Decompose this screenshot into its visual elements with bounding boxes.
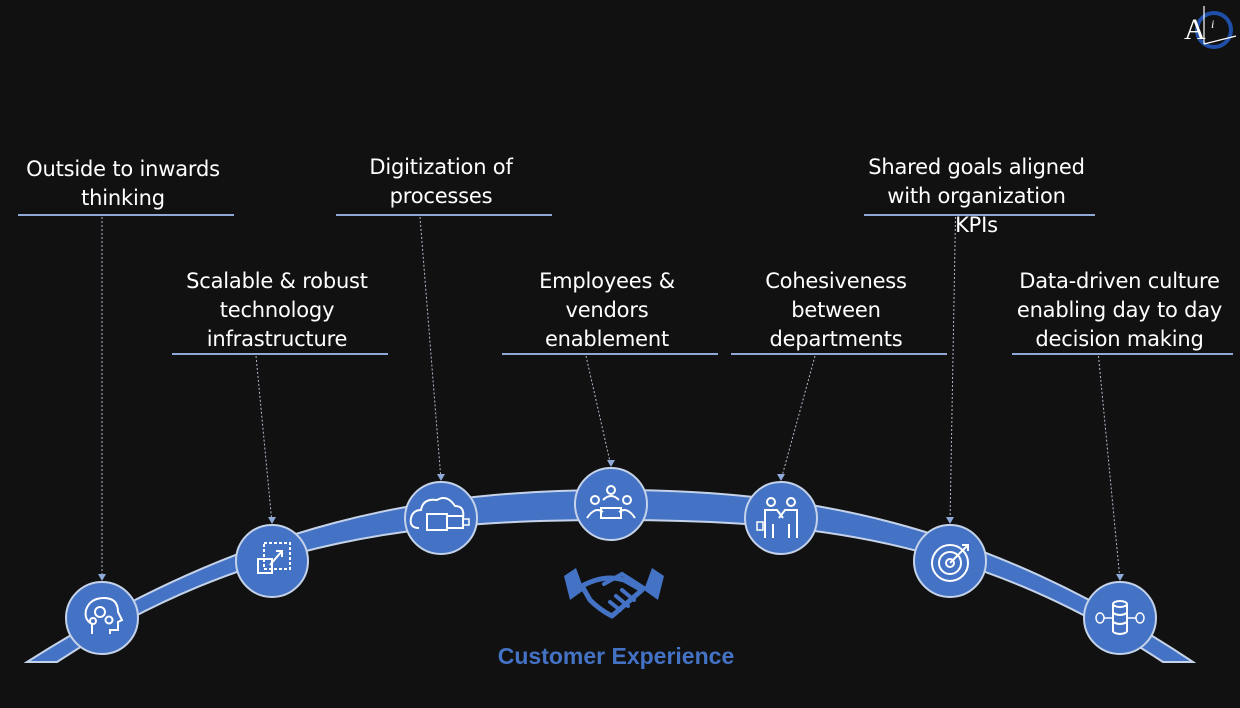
- connector-line: [1098, 355, 1121, 581]
- head-gears-icon: [84, 596, 124, 634]
- database-network-icon: [1095, 600, 1145, 635]
- connector-arrow: [268, 517, 276, 524]
- cohesiveness-label: Cohesiveness between departments: [765, 269, 907, 351]
- data-driven-underline: [1012, 353, 1233, 355]
- svg-text:i: i: [1211, 17, 1214, 31]
- cohesiveness-underline: [731, 353, 947, 355]
- scalable-underline: [172, 353, 388, 355]
- data-driven-node: [1083, 581, 1157, 655]
- connector-line: [419, 216, 442, 481]
- connector-line: [780, 355, 816, 481]
- connector-arrow: [777, 474, 785, 481]
- cohesiveness-node: [744, 481, 818, 555]
- svg-text:A: A: [1184, 13, 1206, 46]
- scale-arrow-icon: [257, 542, 291, 574]
- customer-experience-label: Customer Experience: [497, 643, 735, 669]
- connector-arrow: [946, 517, 954, 524]
- handshake-icon: [564, 568, 664, 619]
- digitization-label: Digitization of processes: [369, 155, 513, 208]
- enablement-node: [574, 467, 648, 541]
- connector-arrow: [1116, 574, 1124, 581]
- connector-line: [255, 355, 273, 524]
- meeting-people-icon: [586, 485, 636, 519]
- scalable-label: Scalable & robust technology infrastruct…: [186, 269, 368, 351]
- enablement-underline: [502, 353, 718, 355]
- cloud-usb-icon: [409, 497, 470, 531]
- shared-goals-label: Shared goals aligned with organization K…: [868, 155, 1085, 237]
- outside-in-underline: [18, 214, 234, 216]
- connector-line: [949, 216, 956, 524]
- shared-goals-underline: [864, 214, 1095, 216]
- handshake-people-icon: [756, 497, 798, 538]
- connector-arrow: [607, 460, 615, 467]
- outside-in-node: [65, 581, 139, 655]
- digitization-node: [404, 481, 478, 555]
- data-driven-label: Data-driven culture enabling day to day …: [1016, 269, 1223, 351]
- digitization-underline: [336, 214, 552, 216]
- enablement-label: Employees & vendors enablement: [539, 269, 675, 351]
- connector-arrow: [437, 474, 445, 481]
- connector-arrow: [98, 574, 106, 581]
- shared-goals-node: [913, 524, 987, 598]
- target-icon: [931, 544, 969, 582]
- logo-icon: A i: [1184, 6, 1237, 49]
- scalable-node: [235, 524, 309, 598]
- connector-line: [585, 355, 612, 467]
- outside-in-label: Outside to inwards thinking: [26, 157, 220, 210]
